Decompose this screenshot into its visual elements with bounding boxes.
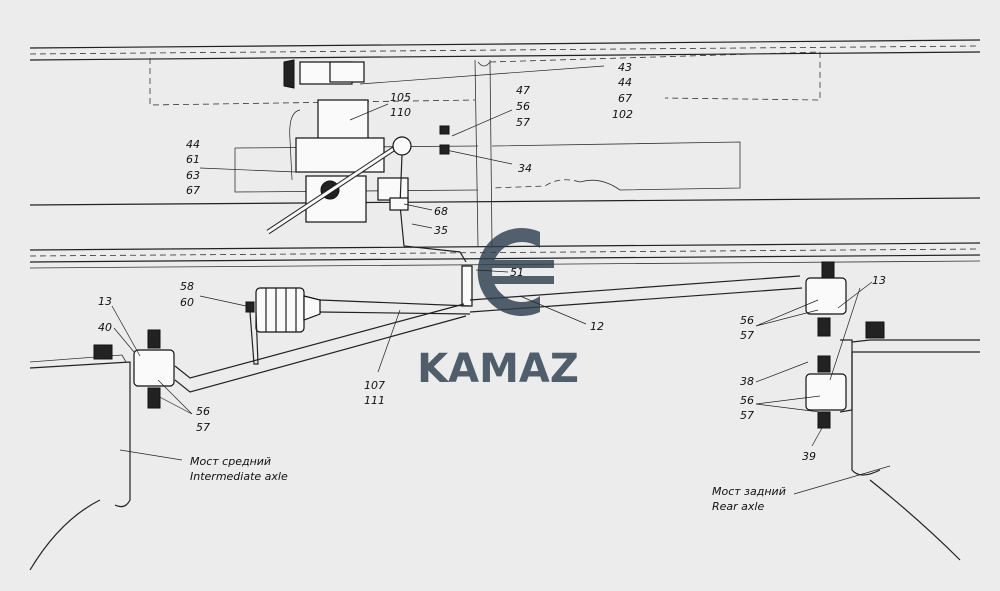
callout-43: 43 (618, 61, 632, 74)
callout-56: 56 (740, 314, 754, 327)
callout-40: 40 (98, 321, 112, 334)
callout-105: 105 (390, 91, 411, 104)
logo-bar (488, 276, 554, 284)
callout-57: 57 (740, 329, 754, 342)
callout-56: 56 (740, 394, 754, 407)
damper (245, 287, 321, 365)
callout-44: 44 (618, 76, 632, 89)
callout-102: 102 (612, 108, 633, 121)
rear-axle-label-en: Rear axle (712, 500, 764, 513)
axle-labels: Мост средний Intermediate axle Мост задн… (190, 455, 786, 513)
callout-107: 107 (364, 379, 385, 392)
lower-link (174, 303, 467, 393)
callout-56: 56 (196, 405, 210, 418)
callout-39: 39 (802, 450, 816, 463)
rear-axle-label-ru: Мост задний (712, 485, 786, 498)
callout-47: 47 (516, 84, 530, 97)
callout-67: 67 (186, 184, 200, 197)
callout-63: 63 (186, 169, 200, 182)
callout-68: 68 (434, 205, 448, 218)
right-bushing-mount (805, 261, 980, 561)
left-bushing-mount (29, 329, 175, 571)
callout-67: 67 (618, 92, 632, 105)
callout-13: 13 (872, 274, 886, 287)
logo-bar (488, 260, 554, 268)
callout-57: 57 (740, 409, 754, 422)
kamaz-logo: KAMAZ (417, 228, 579, 392)
logo-text: KAMAZ (417, 346, 579, 392)
callouts: 43 44 67 102 105 110 47 56 57 34 44 61 6… (98, 61, 886, 463)
cross-member (149, 51, 821, 247)
callout-57: 57 (196, 421, 210, 434)
callout-110: 110 (390, 106, 411, 119)
intermediate-axle-label-ru: Мост средний (190, 455, 271, 468)
logo-emblem (477, 228, 540, 316)
callout-13: 13 (98, 295, 112, 308)
callout-56: 56 (516, 100, 530, 113)
callout-58: 58 (180, 280, 194, 293)
callout-61: 61 (186, 153, 200, 166)
callout-35: 35 (434, 224, 448, 237)
lever-bar (319, 275, 803, 315)
callout-57: 57 (516, 116, 530, 129)
callout-60: 60 (180, 296, 194, 309)
callout-51: 51 (510, 266, 524, 279)
callout-44: 44 (186, 138, 200, 151)
callout-38: 38 (740, 375, 754, 388)
height-valve-assembly (266, 59, 473, 307)
leader-lines (111, 65, 891, 495)
callout-111: 111 (364, 394, 385, 407)
callout-12: 12 (590, 320, 604, 333)
intermediate-axle-label-en: Intermediate axle (190, 470, 288, 483)
callout-34: 34 (518, 162, 532, 175)
